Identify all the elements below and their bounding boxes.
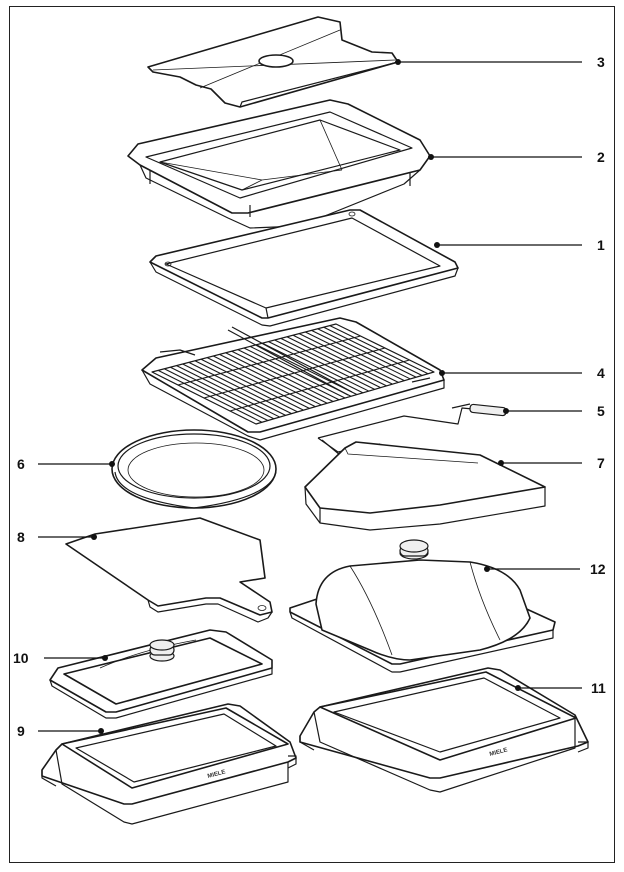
large-roaster-lid-drawing [289, 539, 556, 673]
baking-stone-drawing [304, 441, 546, 531]
callout-3: 3 [395, 54, 605, 70]
insert-plate-drawing [147, 16, 399, 108]
rack-crossbar [229, 359, 410, 412]
svg-text:MIELE: MIELE [207, 769, 226, 780]
callout-number: 3 [597, 54, 605, 70]
callout-number: 1 [597, 237, 605, 253]
callout-12: 12 [484, 561, 606, 577]
callout-number: 9 [17, 723, 25, 739]
roasting-tray-drawing [127, 99, 431, 229]
callout-number: 12 [590, 561, 606, 577]
rack-crossbar [177, 335, 361, 386]
callout-10: 10 [13, 650, 108, 666]
callout-number: 4 [597, 365, 605, 381]
callout-number: 6 [17, 456, 25, 472]
svg-text:MIELE: MIELE [489, 747, 508, 758]
callout-1: 1 [434, 237, 605, 253]
callout-9: 9 [17, 723, 104, 739]
callout-2: 2 [428, 149, 605, 165]
small-lid-drawing [49, 629, 273, 719]
rack-drawing [141, 317, 445, 441]
callout-number: 7 [597, 455, 605, 471]
pizza-peel-drawing [65, 517, 273, 623]
callout-number: 2 [597, 149, 605, 165]
callout-6: 6 [17, 456, 115, 472]
large-roaster-drawing: MIELE [299, 667, 589, 793]
universal-tray-drawing [149, 209, 459, 327]
callout-number: 5 [597, 403, 605, 419]
callout-8: 8 [17, 529, 97, 545]
small-roaster-drawing: MIELE [41, 703, 297, 825]
callout-number: 8 [17, 529, 25, 545]
callout-number: 11 [591, 680, 606, 696]
callout-5: 5 [503, 403, 605, 419]
callout-number: 10 [13, 650, 29, 666]
rack-crossbar [203, 347, 386, 399]
callout-11: 11 [515, 680, 606, 696]
callout-7: 7 [498, 455, 605, 471]
round-pan-drawing [111, 429, 277, 509]
callout-4: 4 [439, 365, 605, 381]
